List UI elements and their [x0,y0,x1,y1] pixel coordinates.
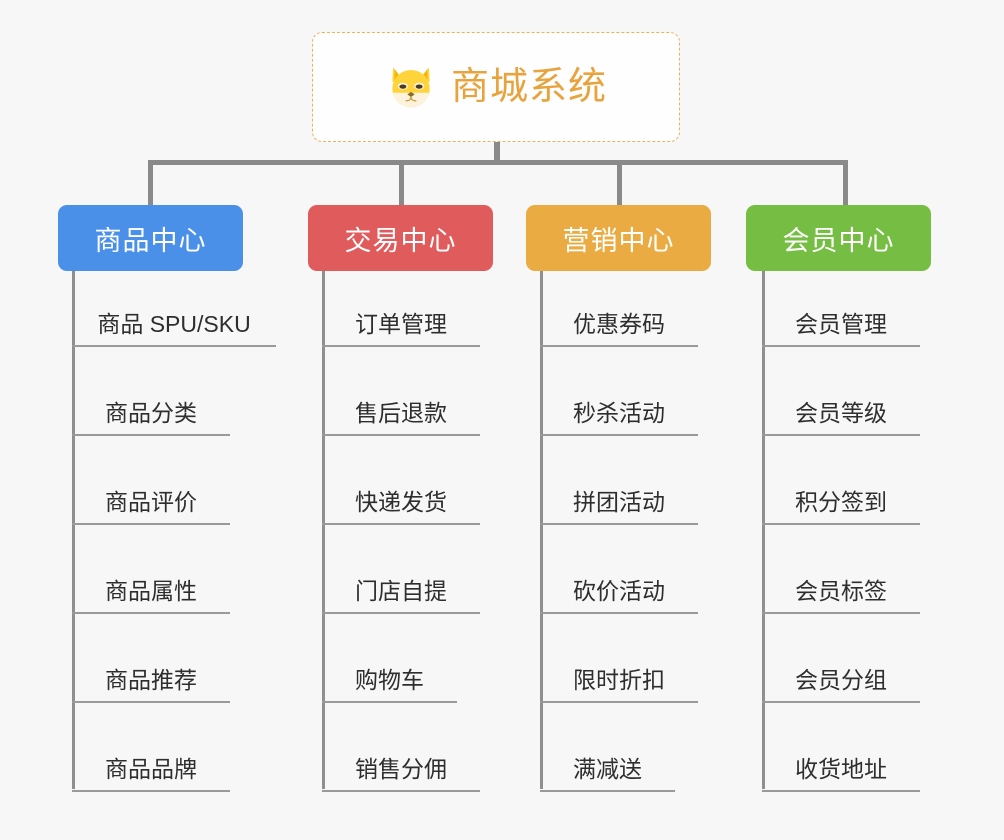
branch-spine-2 [322,271,325,789]
leaf-item[interactable]: 会员分组 [762,669,920,703]
leaf-item[interactable]: 订单管理 [322,313,480,347]
connector-drop-2 [399,160,404,206]
leaf-item[interactable]: 收货地址 [762,758,920,792]
leaf-item[interactable]: 门店自提 [322,580,480,614]
connector-drop-3 [617,160,622,206]
branch-node-会员中心[interactable]: 会员中心 [746,205,931,271]
leaf-item[interactable]: 会员标签 [762,580,920,614]
leaf-item[interactable]: 积分签到 [762,491,920,525]
leaf-item[interactable]: 优惠券码 [540,313,698,347]
branch-node-交易中心[interactable]: 交易中心 [308,205,493,271]
branch-label: 会员中心 [782,225,895,256]
leaf-item[interactable]: 销售分佣 [322,758,480,792]
root-node[interactable]: 商城系统 [312,32,680,142]
branch-node-商品中心[interactable]: 商品中心 [58,205,243,271]
branch-label: 商品中心 [94,225,207,256]
leaf-item[interactable]: 商品评价 [72,491,230,525]
connector-drop-1 [148,160,153,206]
branch-spine-1 [72,271,75,789]
shiba-dog-icon [392,67,430,108]
leaf-item[interactable]: 满减送 [540,758,675,792]
leaf-item[interactable]: 快递发货 [322,491,480,525]
leaf-item[interactable]: 售后退款 [322,402,480,436]
leaf-item[interactable]: 商品分类 [72,402,230,436]
connector-horizontal-bus [148,160,848,165]
leaf-item[interactable]: 商品 SPU/SKU [72,313,276,347]
branch-spine-4 [762,271,765,789]
connector-drop-4 [843,160,848,206]
leaf-item[interactable]: 秒杀活动 [540,402,698,436]
root-title: 商城系统 [450,66,607,108]
leaf-item[interactable]: 砍价活动 [540,580,698,614]
branch-node-营销中心[interactable]: 营销中心 [526,205,711,271]
leaf-item[interactable]: 商品属性 [72,580,230,614]
leaf-item[interactable]: 会员等级 [762,402,920,436]
leaf-item[interactable]: 会员管理 [762,313,920,347]
branch-label: 营销中心 [562,225,675,256]
leaf-item[interactable]: 拼团活动 [540,491,698,525]
branch-label: 交易中心 [344,225,457,256]
leaf-item[interactable]: 购物车 [322,669,457,703]
branch-spine-3 [540,271,543,789]
leaf-item[interactable]: 商品推荐 [72,669,230,703]
connector-root-stem [494,142,500,164]
leaf-item[interactable]: 限时折扣 [540,669,698,703]
leaf-item[interactable]: 商品品牌 [72,758,230,792]
